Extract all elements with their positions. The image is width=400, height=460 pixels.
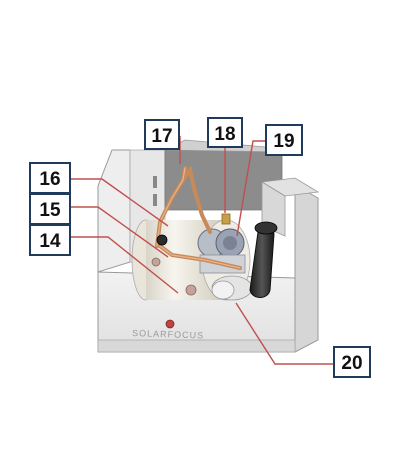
pipe-highlights [156, 167, 241, 269]
callout-18: 18 [207, 117, 243, 148]
callout-15-label: 15 [39, 200, 61, 221]
leader-14 [70, 236, 179, 294]
callout-19-label: 19 [273, 131, 294, 152]
callout-16-label: 16 [39, 169, 60, 190]
leader-lines [70, 136, 334, 365]
leader-19 [236, 140, 266, 237]
callout-17-label: 17 [151, 126, 172, 147]
callout-20: 20 [333, 346, 371, 378]
callout-14: 14 [29, 224, 71, 256]
leader-16 [70, 178, 169, 227]
flex-hose [249, 221, 278, 298]
callout-20-label: 20 [341, 353, 362, 374]
callout-16: 16 [29, 162, 71, 194]
leader-20 [235, 302, 334, 365]
callout-17: 17 [144, 119, 180, 150]
callout-19: 19 [265, 124, 303, 156]
leader-15 [70, 206, 169, 258]
callout-15: 15 [29, 193, 71, 225]
brand-label: SOLARFOCUS [132, 328, 204, 341]
callout-18-label: 18 [214, 124, 235, 145]
pipe-valve [156, 234, 168, 246]
callout-14-label: 14 [39, 231, 61, 252]
